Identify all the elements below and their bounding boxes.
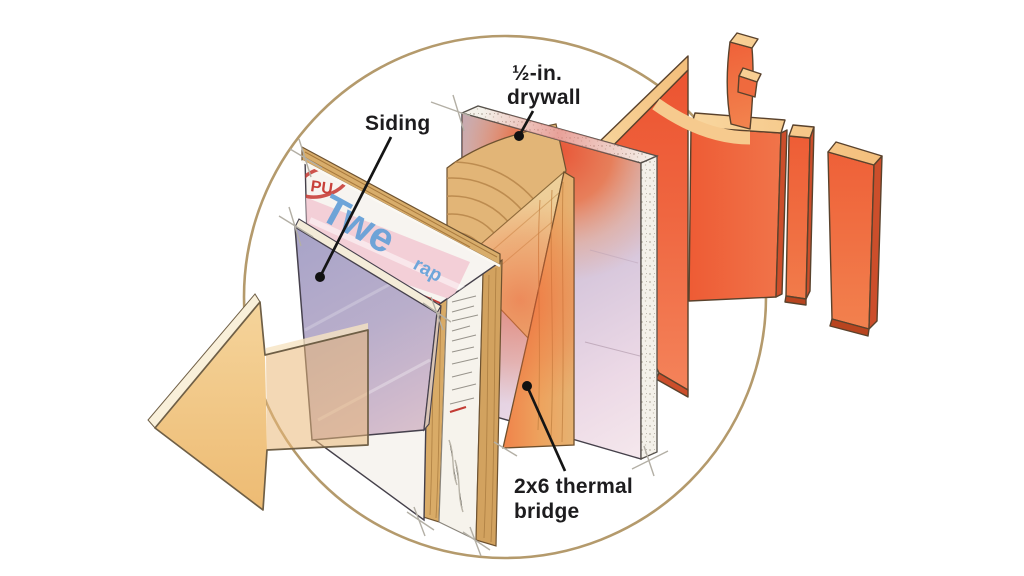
stud-bay	[419, 123, 575, 547]
label-siding: Siding	[365, 112, 430, 135]
heat-arrow-out-shaft	[266, 330, 368, 450]
leader-siding	[318, 136, 393, 278]
sheathing-top-highlight	[301, 159, 501, 268]
drywall-crease	[584, 341, 641, 357]
housewrap-edge-print	[448, 295, 479, 513]
heat-arrow-out-head	[155, 302, 267, 510]
drywall-top-edge-heat-tint	[462, 106, 657, 163]
label-drywall-line2: drywall	[507, 86, 581, 109]
label-drywall-line1: ½-in.	[512, 62, 562, 85]
leader-thermal-dot	[522, 381, 532, 391]
heat-arrow-tail-segment-2	[827, 141, 883, 337]
annotations: Siding ½-in. drywall 2x6 thermal bridge	[315, 62, 633, 523]
leader-thermal	[525, 385, 567, 472]
heat-flow-chip-front	[737, 75, 758, 98]
heat-arrow-out-shaft-bevel	[266, 323, 368, 355]
drywall-side-edge	[640, 155, 658, 460]
heat-arrow-out-outline	[154, 301, 369, 511]
drywall-edge-strips	[460, 105, 659, 460]
heat-arrow-in-shaft-side	[775, 129, 788, 298]
siding-side-bevel	[423, 305, 442, 432]
heat-flow-curl-bevel	[729, 32, 759, 49]
heat-arrow-in-shaft	[688, 126, 782, 302]
drywall-crease	[589, 249, 639, 264]
heat-arrow-tail-segment-1	[784, 124, 815, 306]
leader-drywall-dot	[514, 131, 524, 141]
housewrap-streak	[308, 217, 472, 295]
housewrap-logo-text: PU	[309, 178, 333, 198]
label-thermal-line1: 2x6 thermal	[514, 475, 633, 498]
label-thermal-line2: bridge	[514, 500, 579, 523]
sheathing-top-edge-grain	[303, 151, 498, 258]
heat-flow-hook-band	[652, 98, 751, 145]
leader-siding-dot	[315, 272, 325, 282]
construction-ticks	[278, 94, 669, 557]
heat-arrow-out	[147, 293, 369, 511]
stud-edge-grain	[483, 267, 497, 543]
